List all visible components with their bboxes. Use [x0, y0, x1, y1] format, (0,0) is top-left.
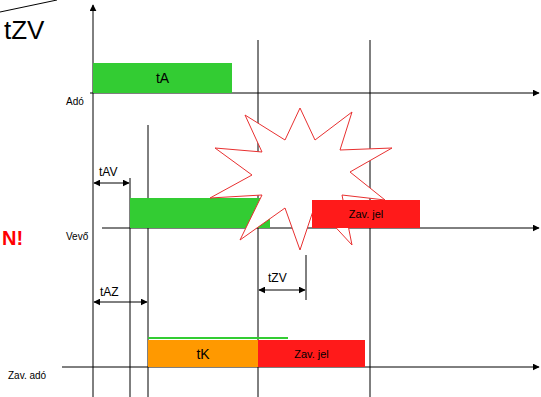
jam-bar: Zav. jel [312, 200, 420, 228]
dimension-arrow [259, 290, 305, 291]
dimension-arrow [94, 183, 129, 184]
marker-line [306, 255, 307, 300]
dimension-label: tAV [99, 166, 117, 179]
fragment-line [0, 0, 57, 12]
bar-label: tK [196, 346, 209, 362]
bar-label: Zav. jel [349, 208, 384, 220]
dimension-label: tZV [268, 272, 287, 285]
signal-edge [148, 337, 288, 339]
axis-label: Zav. adó [8, 370, 46, 381]
dimension-label: tAZ [100, 286, 119, 299]
bar-label: tA [156, 70, 169, 86]
axis-label: Adó [66, 96, 84, 107]
dimension-arrow [94, 302, 147, 303]
jam-bar: Zav. jel [258, 340, 365, 367]
warning-text: N! [2, 227, 23, 249]
collision-star [210, 108, 392, 250]
time-symbol: tZV [4, 16, 44, 45]
signal-bar: tA [93, 63, 232, 93]
axis-label: Vevő [66, 231, 88, 242]
bar-label: Zav. jel [294, 348, 329, 360]
signal-bar: tK [148, 340, 258, 367]
